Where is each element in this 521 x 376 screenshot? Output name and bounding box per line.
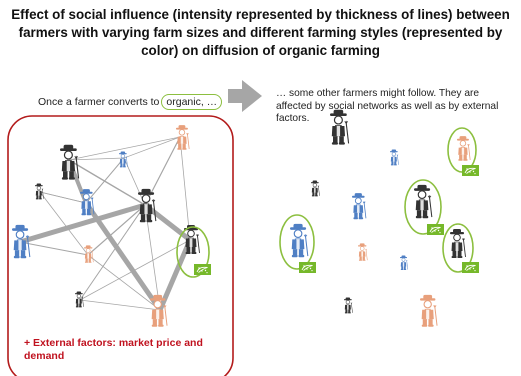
link — [85, 157, 125, 204]
farmer-icon — [149, 294, 168, 328]
organic-marker — [404, 179, 442, 235]
farmer-icon — [329, 109, 350, 146]
transition-arrow — [228, 80, 262, 112]
link — [68, 157, 125, 161]
farmer-icon — [74, 291, 84, 308]
organic-leaf-icon — [461, 164, 480, 177]
link — [144, 204, 161, 311]
link — [179, 136, 191, 241]
farmer-icon — [137, 188, 157, 223]
external-factors-label: + External factors: market price and dem… — [24, 337, 203, 362]
link — [83, 200, 163, 313]
link — [19, 241, 89, 256]
farmer-icon — [175, 124, 190, 151]
farmer-icon — [413, 184, 433, 219]
organic-leaf-icon — [461, 261, 480, 274]
organic-leaf-icon — [193, 263, 212, 276]
link — [157, 237, 193, 313]
title-line-3: color) on diffusion of organic farming — [141, 43, 380, 58]
farmer-icon — [34, 183, 44, 200]
organic-marker — [442, 223, 474, 273]
diagram-title: Effect of social influence (intensity re… — [10, 6, 511, 60]
farmer-icon — [449, 228, 466, 259]
farmer-icon — [289, 223, 309, 258]
organic-leaf-icon — [298, 261, 317, 274]
farmer-icon — [343, 297, 353, 314]
farmer-icon — [389, 149, 399, 166]
right-farmers — [279, 109, 480, 328]
organic-marker — [176, 226, 210, 278]
link — [87, 254, 161, 311]
network-frame — [7, 115, 234, 376]
farmer-icon — [399, 255, 408, 271]
title-line-2: farmers with varying farm sizes and diff… — [18, 25, 503, 40]
farmer-icon — [357, 243, 368, 262]
right-caption: … some other farmers might follow. They … — [276, 88, 499, 124]
link — [39, 191, 87, 204]
link — [79, 239, 191, 301]
title-line-1: Effect of social influence (intensity re… — [11, 7, 510, 22]
link — [39, 191, 89, 256]
left-farmers — [11, 124, 212, 328]
farmer-icon — [118, 151, 128, 168]
link — [79, 299, 161, 311]
organic-highlight: organic, … — [161, 94, 223, 110]
social-links — [17, 136, 193, 313]
link — [123, 136, 181, 159]
farmer-icon — [456, 135, 471, 162]
link — [68, 159, 146, 206]
link — [17, 202, 148, 245]
link — [87, 204, 146, 256]
farmer-icon — [310, 180, 320, 197]
link — [79, 204, 146, 301]
farmer-icon — [419, 294, 438, 328]
organic-leaf-icon — [426, 223, 445, 236]
organic-marker — [279, 214, 315, 270]
left-caption-text: Once a farmer converts to — [38, 96, 160, 108]
farmer-icon — [351, 192, 367, 220]
link — [68, 136, 181, 161]
farmer-icon — [83, 245, 94, 264]
